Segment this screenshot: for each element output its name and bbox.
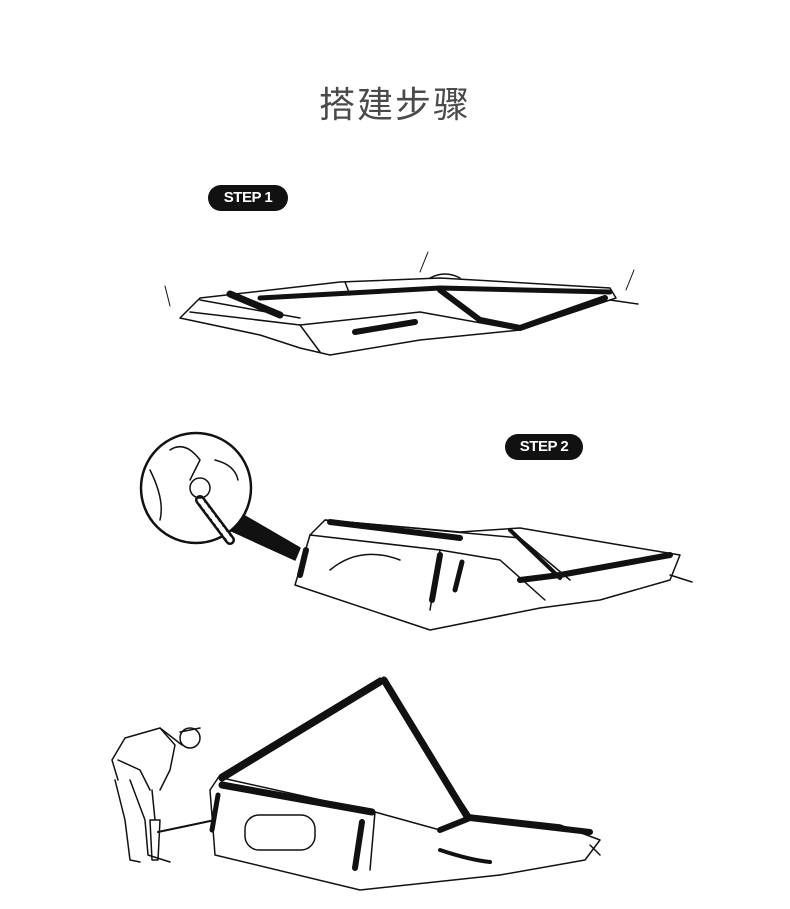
step-2-badge: STEP 2 <box>505 434 583 460</box>
pump-valve-detail-icon <box>139 431 253 545</box>
flat-tent-illustration <box>164 251 639 356</box>
step-1-badge: STEP 1 <box>208 185 288 211</box>
half-inflated-tent-illustration <box>139 431 693 631</box>
inflated-tent-illustration <box>209 676 601 891</box>
person-pumping-illustration <box>111 727 216 863</box>
page-title: 搭建步骤 <box>318 85 471 126</box>
